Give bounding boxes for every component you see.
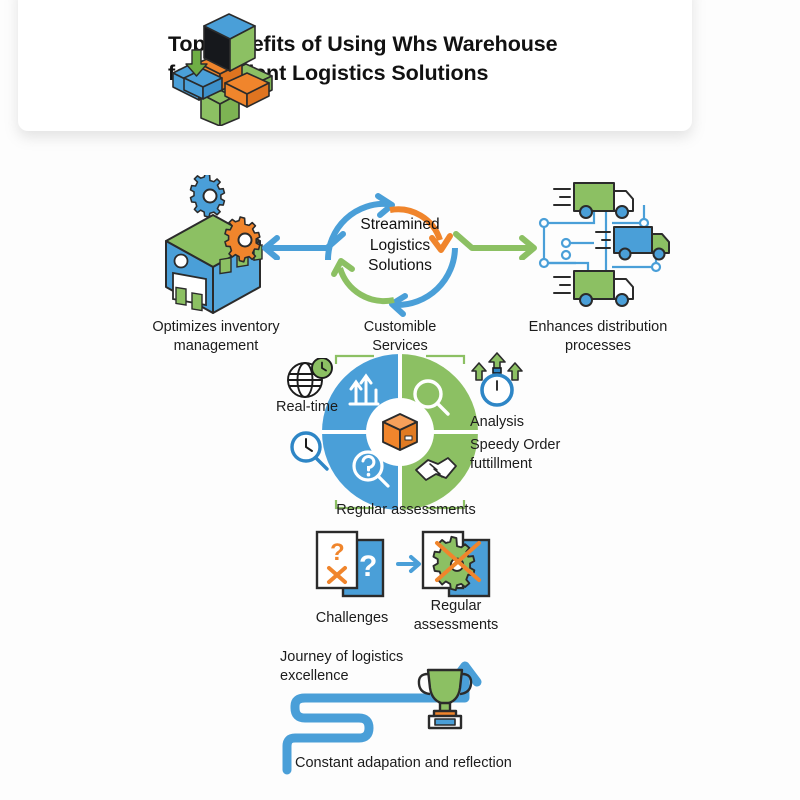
- journey-title: Journey of logistics excellence: [280, 649, 404, 684]
- left-arrow-blue-icon: [262, 231, 346, 260]
- delivery-trucks-network-icon: [516, 175, 684, 315]
- gear-crossed-cards-icon: [417, 530, 501, 598]
- truck-green-bottom: [553, 270, 634, 307]
- customible-services-label: Customible Services: [363, 319, 437, 354]
- right-arrow-blue-small-icon: [396, 552, 424, 576]
- gear-orange-icon: [224, 216, 261, 263]
- header-card: Top Benefits of Using Whs Warehouse for …: [18, 0, 692, 131]
- svg-text:?: ?: [359, 550, 377, 583]
- journey-footer: Constant adapation and reflection: [295, 755, 512, 771]
- down-arrow-icon: [185, 49, 208, 77]
- cycle-diagram: [310, 178, 490, 318]
- 3d-cube-blocks-logo-icon: [172, 13, 273, 127]
- growth-chart-icon: [348, 373, 380, 406]
- truck-blue-mid: [595, 226, 670, 261]
- challenges-label: Challenges: [315, 610, 389, 626]
- magnifier-icon: [413, 379, 450, 416]
- trucks-label: Enhances distribution processes: [528, 319, 668, 354]
- truck-green-top: [553, 182, 634, 219]
- cycle-center-text: Streamined Logistics Solutions: [360, 216, 440, 275]
- green-arc-arrow-icon: [331, 258, 395, 305]
- question-magnifier-icon: [352, 450, 390, 488]
- flow-assessments-label: Regular assessments: [413, 598, 499, 633]
- warehouse-label: Optimizes inventory management: [152, 319, 280, 354]
- trophy-icon: [417, 668, 473, 730]
- regular-assessments-label: Regular assessments: [336, 502, 476, 518]
- handshake-icon: [415, 457, 457, 481]
- winding-path-arrow-icon: [255, 648, 555, 778]
- magnifier-clock-icon: [288, 430, 332, 474]
- orange-package-box-icon: [382, 413, 418, 451]
- right-arrow-green-icon: [453, 231, 537, 260]
- analysis-label: Analysis: [470, 414, 524, 430]
- svg-text:?: ?: [330, 539, 345, 566]
- logo: [163, 8, 278, 127]
- donut-chart: [320, 352, 480, 512]
- globe-clock-icon: [285, 357, 333, 402]
- orange-arc-arrow-icon: [389, 206, 453, 253]
- warehouse-gears-icon: [148, 172, 283, 315]
- speedy-order-label: Speedy Order futtillment: [470, 437, 561, 472]
- gear-blue-icon: [189, 172, 226, 218]
- question-cards-icon: ? ?: [311, 530, 395, 598]
- stopwatch-arrows-icon: [468, 352, 526, 408]
- real-time-label: Real-time: [275, 399, 339, 415]
- blue-arc-arrow-lower-icon: [389, 247, 458, 317]
